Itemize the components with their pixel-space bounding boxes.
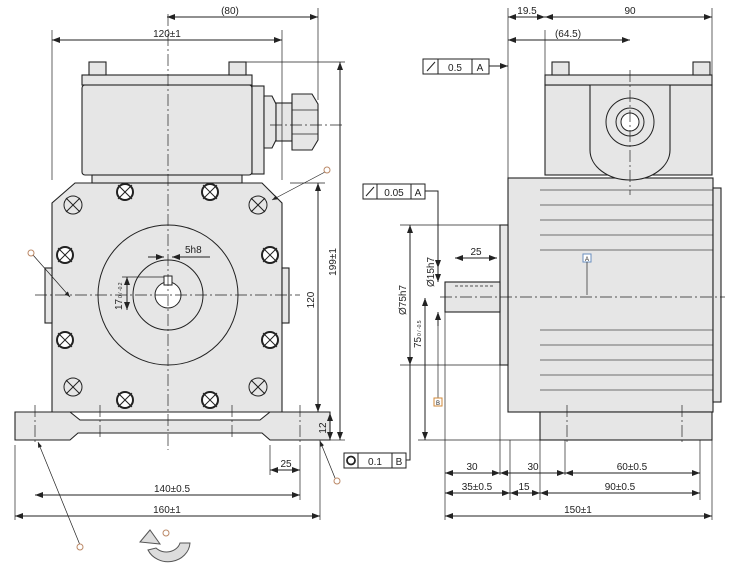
- bolt-hole: [63, 377, 83, 397]
- mounting-holes: [56, 183, 279, 409]
- dim-hole-spacing: 140±0.5: [154, 484, 191, 495]
- bolt-hole: [116, 391, 134, 409]
- bolt-right: [228, 61, 247, 76]
- rotation-arrow-icon: [139, 529, 191, 563]
- dim-width-top: 120±1: [153, 29, 181, 40]
- front-view: (80) 120±1 199±1 120 12 25 140±0.5 160±1…: [14, 6, 345, 563]
- dim-key-width: 5h8: [185, 245, 202, 256]
- bolt-hole: [56, 331, 74, 349]
- dim-base-holes: 90±0.5: [605, 482, 636, 493]
- side-boss-left: [44, 267, 53, 324]
- svg-text:B: B: [436, 401, 440, 407]
- dim-overhang: (80): [221, 6, 239, 17]
- svg-text:B: B: [396, 457, 403, 468]
- dim-flange-gap: 30: [527, 462, 539, 473]
- bolt-left: [88, 61, 107, 76]
- junction-neck: [91, 174, 243, 184]
- junction-box: [81, 84, 253, 176]
- svg-text:0.05: 0.05: [384, 188, 404, 199]
- dim-center-height-tolerance: 0 / -0.5: [417, 320, 423, 336]
- dim-shaft-to-base: 35±0.5: [462, 482, 493, 493]
- cooling-fins: [540, 189, 713, 391]
- dim-height-total: 199±1: [328, 248, 339, 276]
- dim-pilot-dia: Ø75h7: [398, 285, 409, 315]
- dim-offset: 19.5: [517, 6, 537, 17]
- side-junction-lid: [544, 74, 713, 86]
- junction-lid: [81, 74, 253, 86]
- bolt-hole: [56, 246, 74, 264]
- datum-a: A: [582, 253, 592, 295]
- cable-gland: [251, 85, 319, 175]
- dim-base-width: 160±1: [153, 505, 181, 516]
- dim-shaft-len: 30: [466, 462, 478, 473]
- datum-b: B: [433, 397, 443, 407]
- runout-icon: [426, 61, 436, 72]
- bolt-hole: [63, 195, 83, 215]
- tolerance-frame-concentricity: 0.1 B: [343, 365, 411, 469]
- runout-icon: [365, 186, 375, 197]
- dim-base-offset: 15: [518, 482, 530, 493]
- bolt-hole: [248, 195, 268, 215]
- dim-base-height: 12: [318, 422, 329, 434]
- dim-box-offset: (64.5): [555, 29, 581, 40]
- bolt-hole: [201, 391, 219, 409]
- svg-text:A: A: [585, 257, 589, 263]
- bolt-hole: [261, 246, 279, 264]
- dim-foot-width: 25: [280, 459, 292, 470]
- bolt-hole: [261, 331, 279, 349]
- dim-shaft-height-tolerance: 0 / -0.2: [118, 282, 124, 298]
- base-plate: [14, 411, 331, 441]
- tolerance-frame-runout-1: 0.5 A: [422, 58, 508, 75]
- bolt-hole: [201, 183, 219, 201]
- side-base: [539, 411, 713, 441]
- dim-depth: 90: [624, 6, 636, 17]
- svg-text:A: A: [415, 188, 422, 199]
- svg-text:A: A: [477, 63, 484, 74]
- bolt-hole: [248, 377, 268, 397]
- side-boss-right: [281, 267, 290, 324]
- dim-shaft-height: 17: [114, 298, 125, 310]
- dim-center-height: 75: [413, 336, 424, 348]
- motor-body: [507, 177, 714, 413]
- dim-foot-holes: 60±0.5: [617, 462, 648, 473]
- svg-text:0.1: 0.1: [368, 457, 382, 468]
- bolt-hole: [116, 183, 134, 201]
- dim-height-body: 120: [306, 291, 317, 308]
- end-cap: [712, 187, 722, 403]
- dim-overall-len: 150±1: [564, 505, 592, 516]
- concentricity-icon: [346, 455, 356, 466]
- dim-key-length: 25: [470, 247, 482, 258]
- tolerance-frame-runout-2: 0.05 A: [362, 183, 441, 268]
- flange: [499, 224, 509, 366]
- dim-shaft-dia: Ø15h7: [426, 257, 437, 287]
- svg-text:0.5: 0.5: [448, 63, 462, 74]
- side-view: 19.5 90 (64.5) Ø75h7 Ø15h7 75 0 / -0.5 2…: [343, 6, 725, 520]
